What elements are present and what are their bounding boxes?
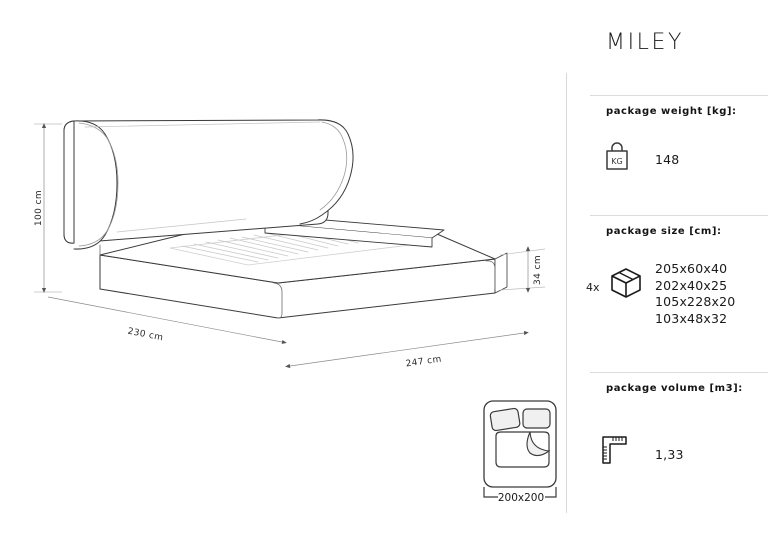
mattress-icon-dimline [483,487,498,498]
package-count-label: 4x [586,281,600,294]
headboard-left-wing [73,120,118,250]
mattress-icon-duvet [495,431,550,468]
mattress-icon-duvet-fold [526,431,551,457]
panel-divider [566,73,567,513]
mattress-icon-pillow-left [489,407,521,432]
mattress-icon-size-label: 200x200 [498,492,544,504]
page-title: MILEY [606,30,685,55]
dimension-annotations [34,123,546,369]
dimension-label-width: 247 cm [405,355,442,370]
spec-value-size: 205x60x40 202x40x25 105x228x20 103x48x32 [655,261,736,326]
mattress-icon: 200x200 [483,400,557,504]
deck-edge-light [116,218,247,233]
dimline-width [285,330,529,369]
dimension-label-base-height: 34 cm [533,255,543,285]
bed-illustration [63,119,508,319]
ext-line-right-bottom [499,286,546,291]
headboard-left-wing-inner [78,122,119,247]
bed-base-corner-round-right [485,260,496,290]
headboard-top-edge-light [84,121,321,128]
technical-drawing-panel: 100 cm 230 cm 247 cm 34 cm 200x200 [34,119,557,504]
section-divider-weight [590,95,768,96]
mattress-icon-dimline-right [545,487,557,498]
spec-label-size: package size [cm]: [606,226,722,237]
spec-value-volume: 1,33 [655,447,684,462]
ruler-square-icon [600,434,632,470]
bed-base-right-face [494,252,508,294]
headboard-right-wing-inner [319,121,348,211]
headboard-left-wing-edge [63,120,75,244]
section-divider-volume [590,372,768,373]
dimension-label-depth: 230 cm [127,327,164,344]
box-icon [609,265,643,303]
headboard-right-wing [299,119,354,225]
ext-line-right-top [499,248,546,256]
dimline-depth [47,296,287,345]
spec-label-volume: package volume [m3]: [606,383,743,394]
spec-label-weight: package weight [kg]: [606,106,737,117]
mattress-icon-pillow-right [522,408,551,429]
bed-perspective-drawing: 100 cm 230 cm 247 cm 34 cm 200x200 [34,119,557,504]
spec-panel: MILEY package weight [kg]: KG 148 packag… [567,0,768,543]
svg-text:KG: KG [611,157,622,166]
bed-base-corner-round [273,282,283,319]
spec-value-weight: 148 [655,152,680,167]
section-divider-size [590,215,768,216]
dimension-label-height: 100 cm [34,190,44,226]
kg-bag-icon: KG [600,139,634,177]
